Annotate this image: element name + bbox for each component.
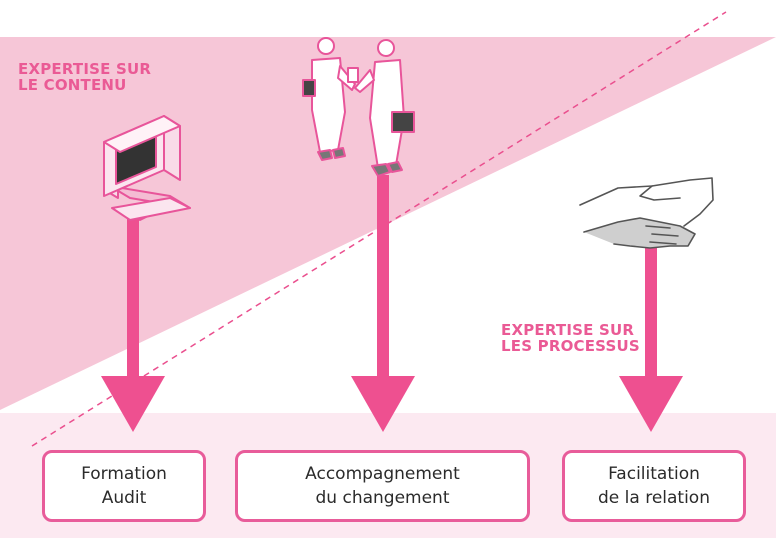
content-expertise-line-2: LE CONTENU	[18, 76, 127, 94]
arrows	[101, 175, 683, 432]
box-accompagnement: Accompagnement du changement	[235, 450, 530, 522]
handshake-icon	[579, 177, 714, 249]
box-facilitation-line-1: Facilitation	[608, 464, 700, 484]
box-accompagnement-line-1: Accompagnement	[305, 464, 460, 484]
business-people-icon	[302, 37, 415, 177]
computer-icon	[103, 115, 191, 221]
box-formation-audit-line-1: Formation	[81, 464, 167, 484]
process-expertise-line-2: LES PROCESSUS	[501, 337, 640, 355]
box-facilitation-line-2: de la relation	[598, 488, 710, 508]
box-accompagnement-line-2: du changement	[315, 488, 450, 508]
box-formation-audit: Formation Audit	[42, 450, 206, 522]
box-facilitation: Facilitation de la relation	[562, 450, 746, 522]
content-expertise-line-1: EXPERTISE SUR	[18, 60, 152, 78]
process-expertise-label: EXPERTISE SUR LES PROCESSUS	[501, 322, 640, 354]
content-expertise-label: EXPERTISE SUR LE CONTENU	[18, 61, 151, 93]
arrow-right	[619, 243, 683, 432]
arrow-left	[101, 218, 165, 432]
process-expertise-line-1: EXPERTISE SUR	[501, 321, 635, 339]
box-formation-audit-line-2: Audit	[101, 488, 147, 508]
arrow-middle	[351, 175, 415, 432]
